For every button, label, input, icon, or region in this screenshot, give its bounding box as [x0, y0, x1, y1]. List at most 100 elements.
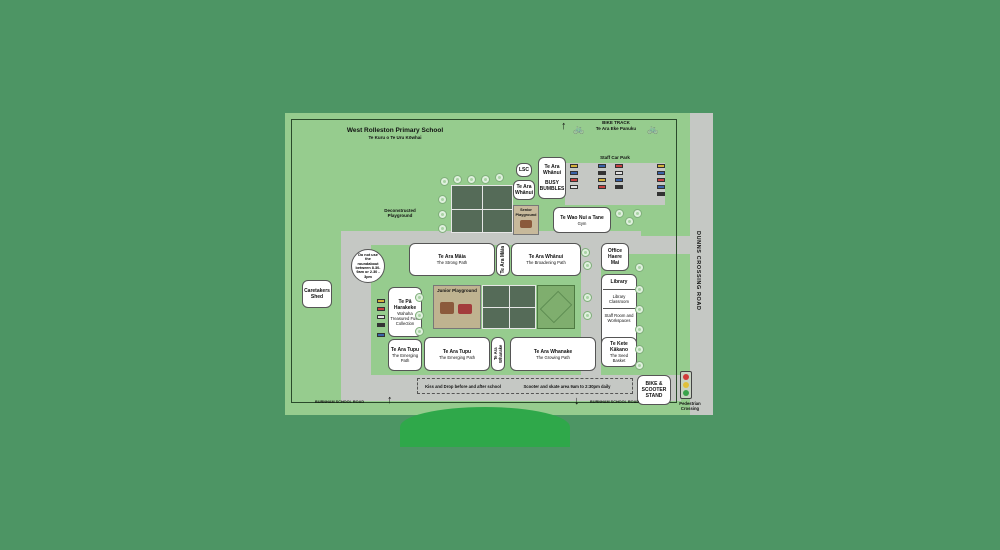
te-ara-maia-vertical-label: Te Ara Māia [500, 245, 506, 274]
library-divider [603, 289, 635, 290]
car-icon [377, 315, 385, 319]
te-ara-whanui-top-l2: Whānui [542, 170, 562, 176]
kiss-and-drop-label: Kiss and Drop before and after school [425, 384, 501, 389]
office-l1: Office [607, 248, 623, 254]
tree-icon [635, 325, 644, 334]
busy-bumbles-building[interactable]: Te Ara Whānui BUSY BUMBLES [538, 157, 566, 199]
lsc-label: LSC [519, 167, 529, 173]
emerging-1-name: Te Ara Tupu [390, 347, 420, 353]
main-driveway [341, 231, 641, 245]
gym-building[interactable]: Te Wao Nui a Tane Gym [553, 207, 611, 233]
growing-path-building[interactable]: Te Ara Whanake The Growing Path [510, 337, 596, 371]
broadening-path-building[interactable]: Te Ara Whānui The Broadening Path [511, 243, 581, 276]
burnham-road-right-label: BURNHAM SCHOOL ROAD [590, 400, 640, 404]
roundabout-notice: Do not use the roundabout between 8.30-9… [351, 249, 385, 283]
staff-car-park-label: Staff Car Park [600, 155, 630, 160]
arrow-up-icon: ↑ [561, 120, 567, 132]
office-building[interactable]: Office Haere Mai [601, 243, 629, 271]
tree-icon [495, 173, 504, 182]
playground-icon [440, 302, 454, 314]
strong-path-building[interactable]: Te Ara Māia The Strong Path [409, 243, 495, 276]
tree-icon [615, 209, 624, 218]
pedestrian-crossing-label: Pedestrian Crossing [679, 401, 701, 411]
tree-icon [633, 209, 642, 218]
playground-icon [458, 304, 472, 314]
car-icon [657, 171, 665, 175]
deconstructed-playground-label: Deconstructed Playground [384, 208, 416, 218]
dunns-crossing-road [690, 113, 713, 415]
roundabout-notice-text: Do not use the roundabout between 8.30-9… [355, 252, 381, 279]
emerging-1-sub: The Emerging Path [391, 353, 419, 363]
emerging-path-1[interactable]: Te Ara Tupu The Emerging Path [388, 339, 422, 371]
te-kete-building[interactable]: Te Kete Kākano The Seed Basket [601, 337, 637, 367]
car-icon [657, 164, 665, 168]
tree-icon [635, 285, 644, 294]
library-title: Library [610, 279, 628, 285]
car-icon [377, 323, 385, 327]
car-icon [657, 192, 665, 196]
tree-icon [438, 195, 447, 204]
school-title: West Rolleston Primary School [346, 127, 444, 134]
emerging-2-name: Te Ara Tupu [442, 348, 472, 355]
te-ara-whanui-top-l1: Te Ara [544, 164, 560, 170]
strong-path-sub: The Strong Path [436, 260, 468, 265]
caretakers-shed[interactable]: Caretakers Shed [302, 280, 332, 308]
car-icon [598, 185, 606, 189]
scooter-area-label: Scooter and skate area 9am to 2:30pm dai… [523, 384, 611, 389]
library-staff: Staff Room and Workspaces [604, 313, 634, 323]
playground-icon [520, 220, 532, 228]
tree-icon [635, 263, 644, 272]
whanake-vertical-label: Te Ara Whanake [493, 344, 503, 364]
gym-sub: Gym [577, 220, 587, 226]
burnham-road-left-label: BURNHAM SCHOOL ROAD [315, 400, 365, 404]
tree-icon [467, 175, 476, 184]
emerging-path-2[interactable]: Te Ara Tupu The Emerging Path [424, 337, 490, 371]
te-ara-whanui-small-l1: Te Ara [516, 184, 532, 190]
office-l3: Mai [610, 260, 620, 266]
tree-icon [583, 311, 592, 320]
field-markings [539, 290, 573, 324]
bicycle-icon: 🚲 [573, 124, 585, 134]
tree-icon [481, 175, 490, 184]
senior-playground-label: Senior Playground [515, 208, 537, 217]
car-icon [657, 185, 665, 189]
bike-track-label: BIKE TRACK [602, 120, 630, 125]
treasured-fuss-name: Te Pā Harakeke [393, 298, 417, 311]
car-icon [377, 307, 385, 311]
school-subtitle: Te Kuru o Te Uru Kōwhai [368, 135, 422, 140]
office-l2: Haere [608, 254, 622, 260]
broadening-path-sub: The Broadening Path [526, 260, 566, 265]
te-ara-whanui-small[interactable]: Te Ara Whānui [513, 180, 535, 200]
gym-name: Te Wao Nui a Tane [560, 214, 604, 221]
tree-icon [635, 345, 644, 354]
strong-path-name: Te Ara Māia [438, 254, 466, 260]
tree-icon [415, 293, 424, 302]
senior-playground: Senior Playground [513, 205, 539, 235]
field-semicircle [400, 407, 570, 447]
car-icon [570, 185, 578, 189]
lsc-building[interactable]: LSC [516, 163, 532, 177]
junior-playground-label: Junior Playground [437, 288, 477, 293]
bicycle-icon: 🚲 [647, 124, 659, 134]
tree-icon [438, 224, 447, 233]
growing-path-name: Te Ara Whanake [533, 348, 573, 355]
car-icon [598, 178, 606, 182]
tennis-court [451, 185, 513, 233]
emerging-2-sub: The Emerging Path [438, 354, 476, 360]
te-ara-maia-vertical[interactable]: Te Ara Māia [496, 243, 510, 276]
caretakers-label: Caretakers Shed [304, 288, 330, 300]
car-icon [598, 164, 606, 168]
bike-track-sub: Te Ara Eke Panuku [595, 126, 637, 131]
junior-court [482, 285, 536, 329]
green-field [537, 285, 575, 329]
car-icon [377, 299, 385, 303]
kiss-and-drop-zone [417, 378, 633, 394]
tree-icon [635, 305, 644, 314]
treasured-fuss-sub: Wahaha Treasured Fuss Collection [390, 310, 420, 326]
bottom-driveway [341, 375, 681, 401]
whanake-vertical[interactable]: Te Ara Whanake [491, 337, 505, 371]
car-icon [615, 171, 623, 175]
tree-icon [453, 175, 462, 184]
traffic-light-icon [680, 371, 692, 399]
bike-scooter-stand[interactable]: BIKE & SCOOTER STAND [637, 375, 671, 405]
